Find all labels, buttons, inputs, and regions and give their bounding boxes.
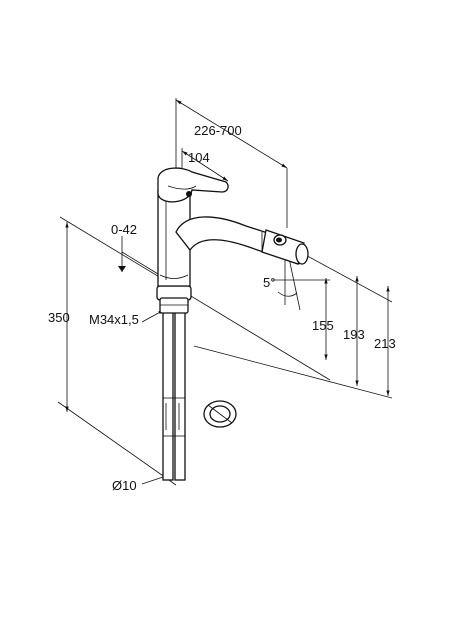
spray-head <box>261 229 309 265</box>
dim-reach: 226-700 <box>175 98 288 228</box>
dim-spout-offset: 104 <box>181 148 229 182</box>
dim-thread-label: M34x1,5 <box>89 312 139 327</box>
dim-spout-offset-label: 104 <box>188 150 210 165</box>
dim-total-height: 350 <box>48 216 331 486</box>
dim-total-height-label: 350 <box>48 310 70 325</box>
dim-swivel: 0-42 <box>111 222 164 278</box>
dim-angle-label: 5° <box>263 275 275 290</box>
dim-155-label: 155 <box>312 318 334 333</box>
dim-angle: 5° <box>263 257 301 311</box>
dim-swivel-label: 0-42 <box>111 222 137 237</box>
dim-thread: M34x1,5 <box>89 309 165 327</box>
dim-hose-diameter: Ø10 <box>112 475 167 493</box>
dim-213-label: 213 <box>374 336 396 351</box>
hose-weight-icon <box>203 400 237 428</box>
dim-193-label: 193 <box>343 327 365 342</box>
dim-hose-diameter-label: Ø10 <box>112 478 137 493</box>
dim-reach-label: 226-700 <box>194 123 242 138</box>
faucet <box>156 167 309 529</box>
supply-pipe-left <box>162 311 174 481</box>
supply-pipe-right <box>174 311 186 481</box>
lever-handle <box>157 167 229 203</box>
dim-heights: 155 193 213 <box>193 251 396 399</box>
